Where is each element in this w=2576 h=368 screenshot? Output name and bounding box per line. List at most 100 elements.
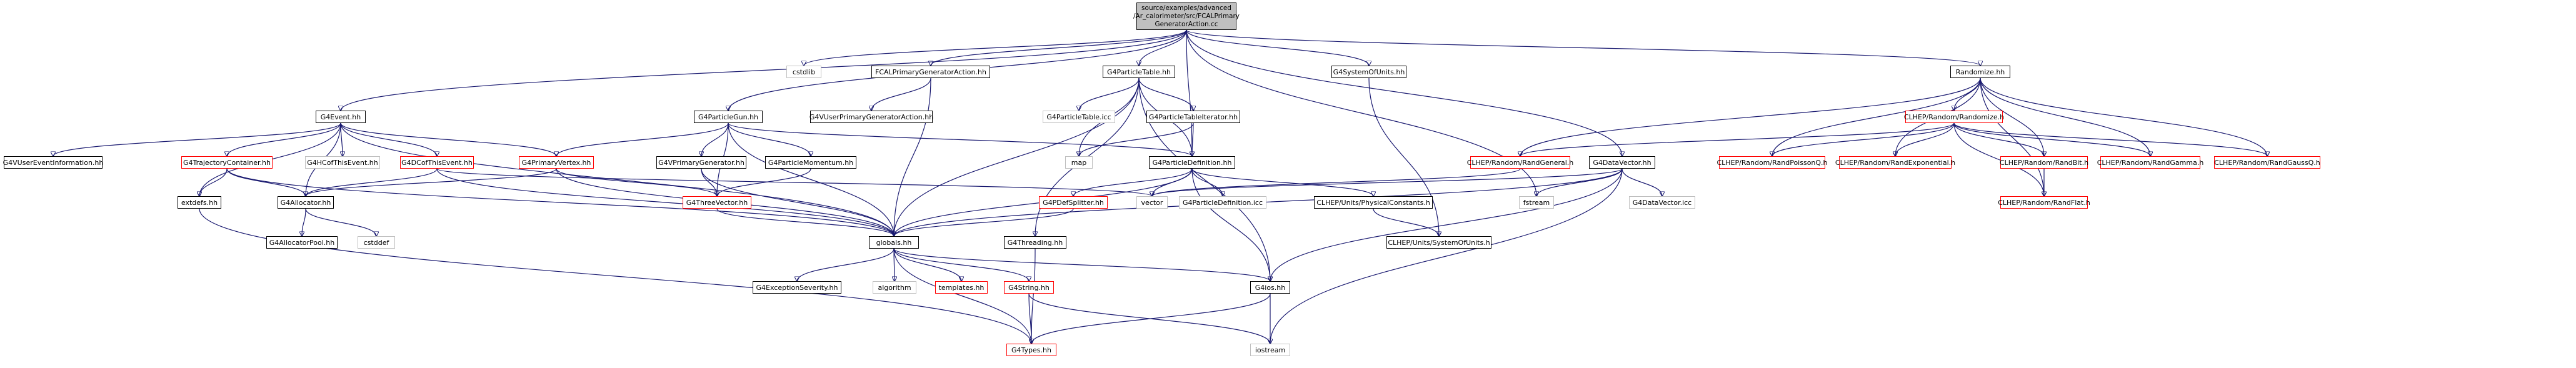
- node-clhep-random-randpoissonq-h[interactable]: CLHEP/Random/RandPoissonQ.h: [1716, 156, 1828, 169]
- node-label: CLHEP/Random/RandGamma.h: [2097, 158, 2204, 167]
- edge-globals_hh-to-templates_hh: [893, 248, 961, 281]
- edge-clhep_randomize-to-clhep_randexponential: [1895, 122, 1955, 156]
- node-g4particletable-hh[interactable]: G4ParticleTable.hh: [1103, 66, 1175, 78]
- node-g4hcofthisevent-hh[interactable]: G4HCofThisEvent.hh: [305, 156, 380, 169]
- node-label: G4VUserEventInformation.hh: [3, 158, 104, 167]
- node-map[interactable]: map: [1065, 156, 1093, 169]
- node-label: G4Types.hh: [1011, 346, 1051, 354]
- node-g4pdefsplitter-hh[interactable]: G4PDefSplitter.hh: [1039, 196, 1108, 209]
- edge-g4particletableiterator_hh-to-g4particledefinition_hh: [1192, 122, 1193, 156]
- node-g4trajectorycontainer-hh[interactable]: G4TrajectoryContainer.hh: [181, 156, 273, 169]
- node-g4particletable-icc[interactable]: G4ParticleTable.icc: [1043, 111, 1115, 123]
- edge-g4threading_hh-to-g4types_hh: [1031, 248, 1036, 344]
- edge-g4particlegun_hh-to-g4vprimarygenerator_hh: [701, 122, 729, 156]
- edge-g4datavector_hh-to-g4ios_hh: [1270, 168, 1623, 281]
- edge-g4particlegun_hh-to-g4primaryvertex_hh: [556, 122, 729, 156]
- node-label: G4ios.hh: [1255, 283, 1286, 292]
- node-cstddef[interactable]: cstddef: [358, 236, 395, 249]
- node-g4exceptionseverity-hh[interactable]: G4ExceptionSeverity.hh: [753, 281, 841, 294]
- node-algorithm[interactable]: algorithm: [873, 281, 916, 294]
- node-g4dcofthisevent-hh[interactable]: G4DCofThisEvent.hh: [400, 156, 474, 169]
- node-label: CLHEP/Random/RandFlat.h: [1998, 198, 2090, 207]
- node-g4string-hh[interactable]: G4String.hh: [1004, 281, 1054, 294]
- edge-g4particlegun_hh-to-g4particledefinition_hh: [728, 122, 1192, 156]
- node-label: CLHEP/Random/RandGeneral.h: [1466, 158, 1574, 167]
- node-g4systemofunits-hh[interactable]: G4SystemOfUnits.hh: [1331, 66, 1406, 78]
- node-g4vuserprimarygeneratoraction-hh[interactable]: G4VUserPrimaryGeneratorAction.hh: [809, 111, 934, 123]
- node-label: G4ExceptionSeverity.hh: [756, 283, 838, 292]
- node-label: globals.hh: [876, 238, 912, 247]
- node-g4particlemomentum-hh[interactable]: G4ParticleMomentum.hh: [765, 156, 856, 169]
- node-g4particlegun-hh[interactable]: G4ParticleGun.hh: [694, 111, 763, 123]
- node-label: G4DCofThisEvent.hh: [401, 158, 473, 167]
- edge-g4event_hh-to-g4primaryvertex_hh: [340, 122, 556, 156]
- node-cstdlib[interactable]: cstdlib: [786, 66, 821, 78]
- node-extdefs-hh[interactable]: extdefs.hh: [178, 196, 221, 209]
- edge-g4particlegun_hh-to-globals_hh: [728, 122, 894, 236]
- edge-clhep_randomize-to-clhep_randpoissonq: [1772, 122, 1955, 156]
- node-g4ios-hh[interactable]: G4ios.hh: [1250, 281, 1290, 294]
- edge-root-to-g4particledefinition_hh: [1186, 29, 1192, 156]
- edge-g4event_hh-to-g4vuserevent_hh: [53, 122, 341, 156]
- node-g4datavector-hh[interactable]: G4DataVector.hh: [1589, 156, 1655, 169]
- node-g4threevector-hh[interactable]: G4ThreeVector.hh: [683, 196, 751, 209]
- node-label: G4VUserPrimaryGeneratorAction.hh: [809, 112, 934, 121]
- node-label: G4ParticleTableIterator.hh: [1148, 112, 1238, 121]
- node-templates-hh[interactable]: templates.hh: [935, 281, 988, 294]
- node-label: FCALPrimaryGeneratorAction.hh: [875, 67, 986, 76]
- node-fstream[interactable]: fstream: [1519, 196, 1554, 209]
- node-clhep-units-systemofunits-h[interactable]: CLHEP/Units/SystemOfUnits.h: [1386, 236, 1491, 249]
- node-g4particletableiterator-hh[interactable]: G4ParticleTableIterator.hh: [1146, 111, 1240, 123]
- node-g4allocatorpool-hh[interactable]: G4AllocatorPool.hh: [266, 236, 338, 249]
- node-clhep-random-randomize-h[interactable]: CLHEP/Random/Randomize.h: [1903, 111, 2005, 123]
- node-g4vprimarygenerator-hh[interactable]: G4VPrimaryGenerator.hh: [656, 156, 746, 169]
- edge-randomize_hh-to-clhep_randgaussq: [1980, 77, 2267, 156]
- node-g4threading-hh[interactable]: G4Threading.hh: [1004, 236, 1066, 249]
- edge-root-to-g4particletable_hh: [1139, 29, 1187, 66]
- edge-g4systemofunits_hh-to-clhep_systemofunits: [1368, 77, 1439, 236]
- edge-g4threevector_hh-to-globals_hh: [716, 208, 894, 236]
- edge-globals_hh-to-g4ios_hh: [893, 248, 1270, 281]
- node-label: CLHEP/Random/RandPoissonQ.h: [1716, 158, 1828, 167]
- node-g4event-hh[interactable]: G4Event.hh: [316, 111, 366, 123]
- edge-g4dcofthisevent_hh-to-vector: [436, 168, 1152, 196]
- node-clhep-random-randgeneral-h[interactable]: CLHEP/Random/RandGeneral.h: [1467, 156, 1573, 169]
- edge-globals_hh-to-g4string_hh: [893, 248, 1029, 281]
- edge-randomize_hh-to-clhep_randflat: [1980, 77, 2044, 196]
- edge-g4event_hh-to-g4dcofthisevent_hh: [340, 122, 437, 156]
- node-label: CLHEP/Random/RandBit.h: [1999, 158, 2089, 167]
- edge-g4trajectorycontainer_hh-to-g4allocator_hh: [226, 168, 306, 196]
- node-clhep-random-randgaussq-h[interactable]: CLHEP/Random/RandGaussQ.h: [2214, 156, 2320, 169]
- node-clhep-random-randflat-h[interactable]: CLHEP/Random/RandFlat.h: [1998, 196, 2090, 209]
- root-file-label: source/examples/advanced /Ar_calorimeter…: [1133, 4, 1240, 28]
- node-label: CLHEP/Random/Randomize.h: [1903, 112, 2005, 121]
- node-globals-hh[interactable]: globals.hh: [869, 236, 919, 249]
- edge-extdefs_hh-to-g4types_hh: [199, 208, 1031, 344]
- node-g4types-hh[interactable]: G4Types.hh: [1006, 344, 1056, 356]
- root-file-node[interactable]: source/examples/advanced /Ar_calorimeter…: [1133, 2, 1240, 30]
- node-clhep-random-randgamma-h[interactable]: CLHEP/Random/RandGamma.h: [2097, 156, 2203, 169]
- edge-g4dcofthisevent_hh-to-globals_hh: [436, 168, 894, 236]
- node-iostream[interactable]: iostream: [1250, 344, 1290, 356]
- node-g4datavector-icc[interactable]: G4DataVector.icc: [1629, 196, 1695, 209]
- node-randomize-hh[interactable]: Randomize.hh: [1950, 66, 2010, 78]
- edge-g4particletableiterator_hh-to-map: [1079, 122, 1194, 156]
- node-label: G4Threading.hh: [1007, 238, 1063, 247]
- node-fcal-primary-generator-action-hh[interactable]: FCALPrimaryGeneratorAction.hh: [871, 66, 990, 78]
- edge-g4particledefinition_hh-to-clhep_physicalconstants: [1191, 168, 1373, 196]
- node-g4primaryvertex-hh[interactable]: G4PrimaryVertex.hh: [519, 156, 594, 169]
- node-clhep-random-randbit-h[interactable]: CLHEP/Random/RandBit.h: [2000, 156, 2088, 169]
- node-label: templates.hh: [938, 283, 985, 292]
- edge-g4trajectorycontainer_hh-to-globals_hh: [226, 168, 894, 236]
- node-g4vusereventinformation-hh[interactable]: G4VUserEventInformation.hh: [3, 156, 104, 169]
- node-vector[interactable]: vector: [1136, 196, 1168, 209]
- node-g4allocator-hh[interactable]: G4Allocator.hh: [278, 196, 334, 209]
- node-clhep-units-physicalconstants-h[interactable]: CLHEP/Units/PhysicalConstants.h: [1314, 196, 1433, 209]
- node-label: G4PrimaryVertex.hh: [521, 158, 591, 167]
- node-g4particledefinition-icc[interactable]: G4ParticleDefinition.icc: [1179, 196, 1266, 209]
- edge-g4string_hh-to-g4types_hh: [1028, 293, 1031, 344]
- edge-clhep_randomize-to-clhep_randflat: [1953, 122, 2044, 196]
- edge-g4datavector_hh-to-g4datavector_icc: [1621, 168, 1662, 196]
- node-clhep-random-randexponential-h[interactable]: CLHEP/Random/RandExponential.h: [1835, 156, 1955, 169]
- node-g4particledefinition-hh[interactable]: G4ParticleDefinition.hh: [1149, 156, 1235, 169]
